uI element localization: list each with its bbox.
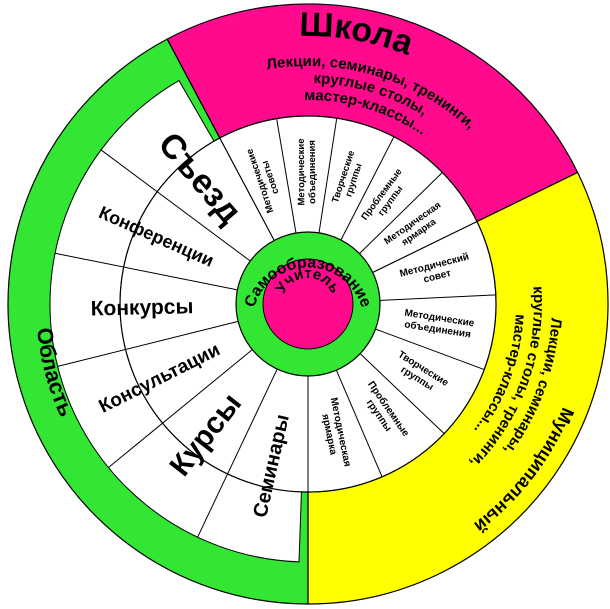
school-segment-label-line: Методические — [296, 139, 307, 206]
region-segment-label: Конкурсы — [90, 295, 193, 320]
municipal-divider — [335, 369, 383, 477]
municipal-divider — [375, 328, 485, 371]
school-segment-label-line: объединения — [307, 140, 318, 204]
school-divider — [340, 136, 395, 241]
municipal-divider — [379, 294, 496, 301]
region-divider — [57, 320, 239, 367]
school-divider — [318, 118, 338, 233]
teacher-hub-circle — [262, 258, 354, 350]
municipal-divider — [359, 353, 445, 435]
school-divider — [359, 172, 443, 254]
school-divider — [276, 118, 297, 234]
region-divider — [100, 149, 251, 262]
outer-ring — [7, 3, 609, 605]
region-divider — [186, 75, 275, 241]
region-segment-label-line: Конкурсы — [90, 295, 193, 320]
region-divider — [197, 368, 278, 538]
self-education-ring — [235, 231, 381, 377]
region-divider — [108, 349, 253, 468]
region-divider — [54, 252, 238, 291]
municipal-divider — [372, 221, 478, 273]
